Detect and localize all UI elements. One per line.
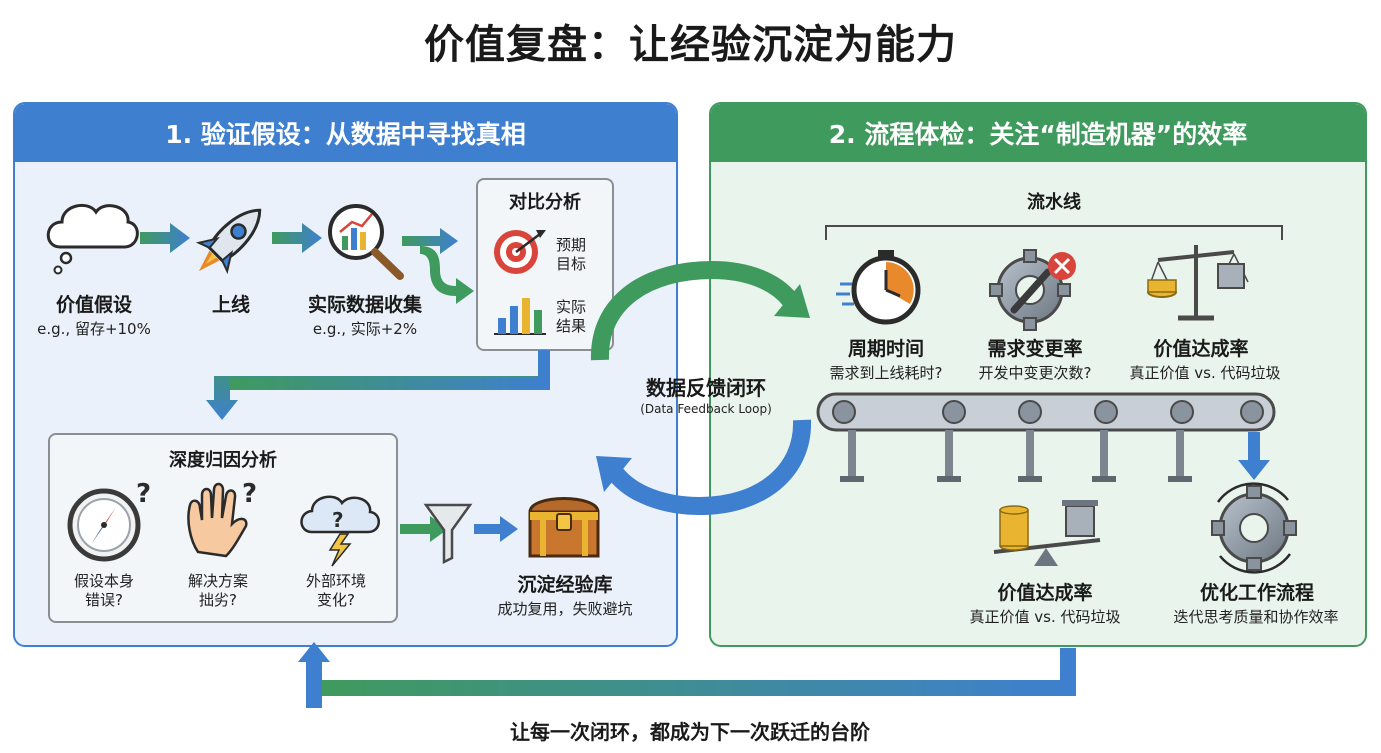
expected-label: 预期 目标 — [556, 236, 586, 274]
attribution-item-solution: 解决方案 拙劣? — [178, 572, 258, 610]
experience-library-sub: 成功复用，失败避坑 — [497, 600, 633, 618]
metric-change-rate-label: 需求变更率 — [987, 338, 1083, 360]
storm-cloud-icon: ? — [300, 495, 380, 567]
magnifier-chart-icon — [328, 204, 404, 280]
step-collect-sub: e.g., 实际+2% — [312, 320, 418, 338]
attribution-item-environment-line1: 外部环境 — [305, 572, 366, 590]
process-checkup-header: 2. 流程体检：关注“制造机器”的效率 — [711, 104, 1365, 162]
metric-change-rate-sub: 开发中变更次数? — [978, 364, 1092, 382]
attribution-title: 深度归因分析 — [169, 450, 277, 471]
step-hypothesis-label: 价值假设 — [55, 294, 132, 316]
rocket-icon — [195, 208, 262, 275]
feedback-loop-arrows — [590, 260, 812, 516]
footer-caption: 让每一次闭环，都成为下一次跃迁的台阶 — [510, 720, 870, 744]
expected-line1: 预期 — [556, 236, 587, 254]
bottom-return-arrow — [298, 642, 1076, 708]
attribution-item-hypothesis: 假设本身 错误? — [64, 572, 144, 610]
gear-wrench-icon — [989, 249, 1076, 331]
attribution-item-solution-line1: 解决方案 — [187, 572, 248, 590]
step-launch-label: 上线 — [211, 294, 250, 316]
experience-library-label: 沉淀经验库 — [517, 574, 613, 596]
target-icon — [494, 230, 546, 274]
compass-icon — [67, 488, 141, 562]
to-attribution-arrow — [206, 350, 550, 420]
fork-arrow — [402, 228, 474, 304]
balance-scale-icon — [1147, 245, 1249, 321]
output-optimize-workflow-sub: 迭代思考质量和协作效率 — [1173, 608, 1339, 626]
coins-vs-trash-icon — [993, 500, 1101, 566]
compare-title: 对比分析 — [509, 192, 581, 213]
conveyor-belt — [816, 392, 1276, 482]
attribution-item-environment: 外部环境 变化? — [296, 572, 376, 610]
bar-chart-icon — [494, 298, 546, 335]
svg-text:?: ? — [332, 508, 344, 532]
output-value-rate-sub: 真正价值 vs. 代码垃圾 — [969, 608, 1121, 626]
attribution-item-solution-line2: 拙劣? — [199, 591, 237, 609]
page-title: 价值复盘：让经验沉淀为能力 — [424, 22, 957, 68]
question-mark-2: ? — [242, 479, 257, 509]
metric-cycle-time-label: 周期时间 — [847, 338, 924, 360]
cycle-gear-icon — [1211, 482, 1297, 574]
pipeline-bracket — [825, 225, 1283, 240]
pipeline-label: 流水线 — [1027, 192, 1081, 213]
treasure-chest-icon — [528, 497, 600, 558]
funnel-icon — [400, 503, 518, 565]
verify-hypothesis-header: 1. 验证假设：从数据中寻找真相 — [15, 104, 676, 162]
attribution-item-hypothesis-line2: 错误? — [85, 591, 123, 609]
step-arrow-1 — [140, 223, 190, 253]
feedback-loop-label: 数据反馈闭环 — [646, 376, 766, 400]
hand-icon — [187, 482, 248, 558]
feedback-loop-sub: (Data Feedback Loop) — [640, 402, 772, 416]
step-hypothesis-sub: e.g., 留存+10% — [37, 320, 151, 338]
attribution-item-hypothesis-line1: 假设本身 — [73, 572, 134, 590]
attribution-item-environment-line2: 变化? — [317, 591, 355, 609]
actual-line2: 结果 — [556, 317, 587, 335]
actual-line1: 实际 — [556, 298, 587, 316]
metric-value-rate-label: 价值达成率 — [1153, 338, 1249, 360]
stopwatch-icon — [836, 250, 921, 325]
metric-value-rate-sub: 真正价值 vs. 代码垃圾 — [1129, 364, 1281, 382]
step-arrow-2 — [272, 223, 322, 253]
output-value-rate-label: 价值达成率 — [997, 582, 1093, 604]
cloud-thought-icon — [46, 203, 139, 275]
question-mark-1: ? — [136, 479, 151, 509]
actual-label: 实际 结果 — [556, 298, 586, 336]
step-collect-label: 实际数据收集 — [307, 294, 422, 316]
metric-cycle-time-sub: 需求到上线耗时? — [829, 364, 943, 382]
expected-line2: 目标 — [556, 255, 587, 273]
output-optimize-workflow-label: 优化工作流程 — [1199, 582, 1314, 604]
